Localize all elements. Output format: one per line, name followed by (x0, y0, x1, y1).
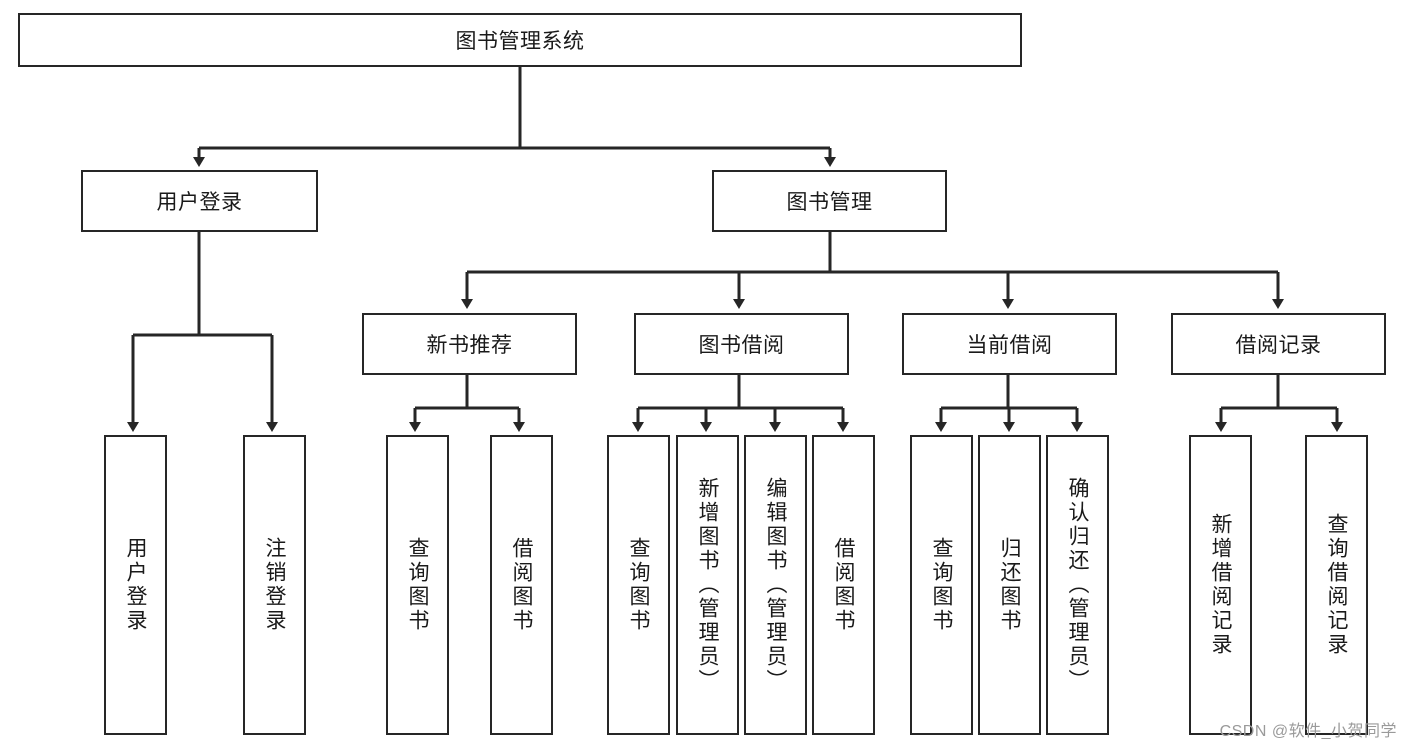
node-current-borrow[interactable]: 当前借阅 (902, 313, 1117, 375)
node-leaf-confirm-return-label: 确认归还（管理员） (1066, 477, 1089, 693)
node-leaf-borrow-book-1-label: 借阅图书 (510, 537, 533, 633)
node-leaf-query-book-3-label: 查询图书 (930, 537, 953, 633)
node-leaf-query-record-label: 查询借阅记录 (1325, 513, 1348, 657)
node-leaf-user-login-label: 用户登录 (124, 537, 147, 633)
node-leaf-return-book[interactable]: 归还图书 (978, 435, 1041, 735)
node-borrow-record-label: 借阅记录 (1235, 334, 1322, 357)
node-book-management-label: 图书管理 (786, 191, 873, 214)
node-leaf-query-book-2-label: 查询图书 (627, 537, 650, 633)
node-leaf-borrow-book-1[interactable]: 借阅图书 (490, 435, 553, 735)
node-book-borrow-label: 图书借阅 (698, 334, 785, 357)
node-leaf-edit-book-label: 编辑图书（管理员） (764, 477, 787, 693)
node-leaf-query-book-1-label: 查询图书 (406, 537, 429, 633)
node-leaf-add-record[interactable]: 新增借阅记录 (1189, 435, 1252, 735)
node-leaf-query-record[interactable]: 查询借阅记录 (1305, 435, 1368, 735)
node-book-borrow[interactable]: 图书借阅 (634, 313, 849, 375)
node-new-book-recommend-label: 新书推荐 (426, 334, 513, 357)
node-leaf-return-book-label: 归还图书 (998, 537, 1021, 633)
node-leaf-borrow-book-2[interactable]: 借阅图书 (812, 435, 875, 735)
node-leaf-add-book-label: 新增图书（管理员） (696, 477, 719, 693)
node-leaf-add-book[interactable]: 新增图书（管理员） (676, 435, 739, 735)
node-user-login[interactable]: 用户登录 (81, 170, 318, 232)
node-user-login-label: 用户登录 (156, 191, 243, 214)
node-root[interactable]: 图书管理系统 (18, 13, 1022, 67)
node-new-book-recommend[interactable]: 新书推荐 (362, 313, 577, 375)
node-leaf-confirm-return[interactable]: 确认归还（管理员） (1046, 435, 1109, 735)
node-leaf-add-record-label: 新增借阅记录 (1209, 513, 1232, 657)
node-root-label: 图书管理系统 (455, 30, 585, 53)
node-leaf-query-book-2[interactable]: 查询图书 (607, 435, 670, 735)
node-leaf-query-book-3[interactable]: 查询图书 (910, 435, 973, 735)
node-book-management[interactable]: 图书管理 (712, 170, 947, 232)
node-leaf-query-book-1[interactable]: 查询图书 (386, 435, 449, 735)
node-borrow-record[interactable]: 借阅记录 (1171, 313, 1386, 375)
node-leaf-borrow-book-2-label: 借阅图书 (832, 537, 855, 633)
node-current-borrow-label: 当前借阅 (966, 334, 1053, 357)
csdn-watermark: CSDN @软件_小贺同学 (1219, 723, 1397, 740)
node-leaf-edit-book[interactable]: 编辑图书（管理员） (744, 435, 807, 735)
node-leaf-logout-login[interactable]: 注销登录 (243, 435, 306, 735)
node-leaf-logout-login-label: 注销登录 (263, 537, 286, 633)
node-leaf-user-login[interactable]: 用户登录 (104, 435, 167, 735)
